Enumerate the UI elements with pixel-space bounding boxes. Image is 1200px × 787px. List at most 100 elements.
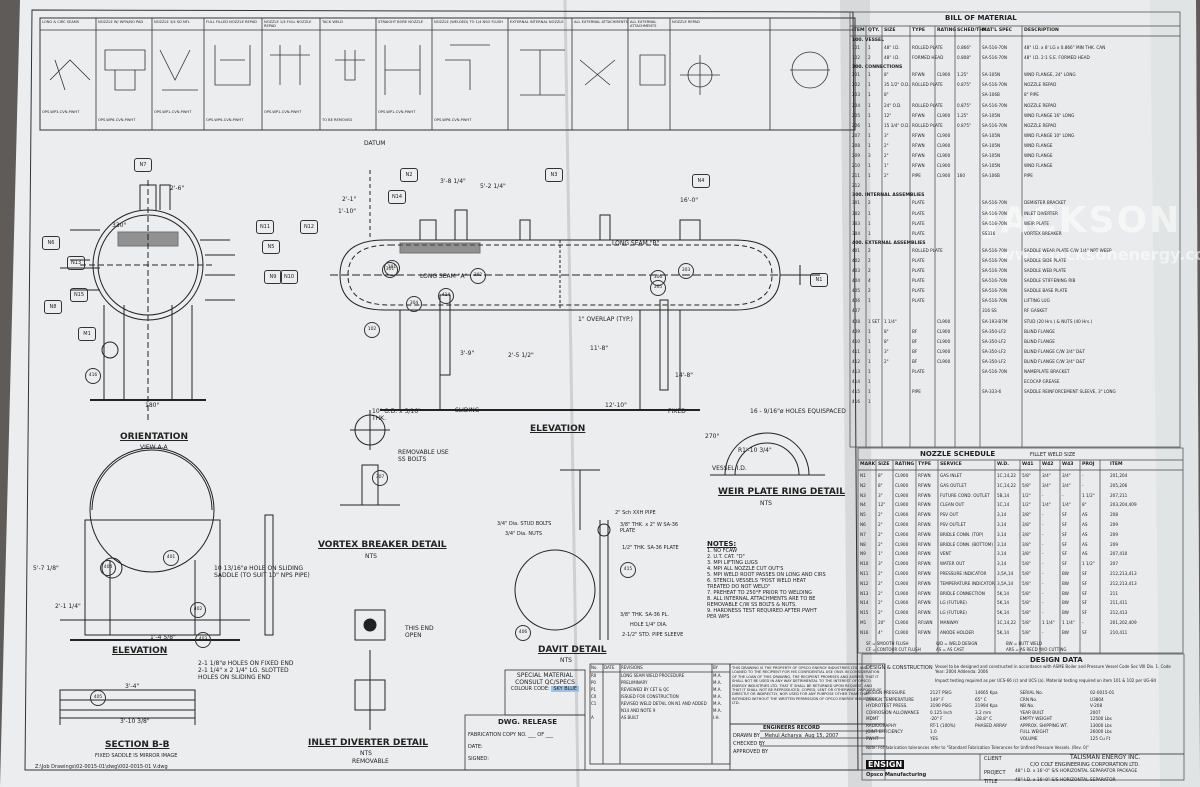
nozzle-cell: 2": [878, 522, 883, 527]
bom-cell: 1: [868, 220, 871, 226]
wps-label: OPS-WP6-CVN-PWHT: [98, 118, 136, 122]
part-callout: 403: [195, 632, 211, 648]
nozzle-header-cell: ITEM: [1110, 462, 1123, 467]
bom-cell: SA-516-70N: [982, 278, 1007, 284]
bom-cell: SA-105N: [982, 112, 1001, 118]
bom-cell: SA-516-70N: [982, 102, 1007, 108]
nozzle-cell: 3": [878, 561, 883, 567]
bom-cell: SA-516-70N: [982, 369, 1007, 374]
bom-cell: 206: [852, 122, 860, 128]
bom-cell: SA-516-70N: [982, 200, 1007, 206]
bom-cell: SADDLE WEAR PLATE C/W 1/4" NPT WEEP: [1024, 247, 1112, 253]
note-item: 7. PREHEAT TO 250°F PRIOR TO WELDING: [707, 590, 813, 596]
special-material-box: SPECIAL MATERIAL CONSULT QC/SPECS COLOUR…: [506, 672, 584, 692]
nozzle-cell: N13: [860, 590, 869, 596]
nozzle-header-cell: SERVICE: [940, 462, 962, 467]
bom-cell: 8": [884, 92, 889, 98]
engineers-record: ENGINEERS RECORD DRAWN BY Mehul Acharya …: [733, 725, 883, 755]
strip-header: EXTERNAL INTERNAL NOZZLE: [510, 20, 564, 24]
nozzle-cell: CL900: [895, 551, 909, 557]
strip-header: NOZZLE (WELDED) TO 1/4 NSO FLUSH: [434, 20, 503, 24]
release-signed: SIGNED:: [468, 756, 489, 762]
bom-cell: 8": [884, 328, 889, 334]
colour-code-value: SKY BLUE: [551, 686, 580, 692]
bom-cell: CL900: [937, 318, 951, 324]
bom-cell: BLIND FLANGE: [1024, 338, 1055, 344]
bom-cell: 410: [852, 338, 860, 344]
design-cell: VOLUME: [1020, 735, 1038, 741]
nozzle-cell: SF: [1062, 561, 1068, 567]
bom-cell: SADDLE SIDE PLATE: [1024, 257, 1067, 263]
nozzle-cell: SF: [1082, 580, 1088, 586]
nozzle-bubble-n15: N15: [70, 288, 88, 302]
bom-cell: WND FLANGE: [1024, 163, 1053, 169]
bom-cell: 414: [852, 379, 860, 385]
bom-cell: 203: [852, 92, 860, 98]
bom-cell: SA-350-LF2: [982, 338, 1006, 344]
strip-header: NOZZLE 1/4 FULL NOZZLE REPAD: [264, 20, 312, 28]
bom-cell: WND FLANGE 16" LONG: [1024, 112, 1075, 118]
bom-cell: PLATE: [912, 298, 925, 304]
bom-cell: 1: [868, 399, 871, 405]
strip-header: NOZZLE W/ WFN/NO PAD: [98, 20, 144, 24]
vortex-note: REMOVABLE USE SS BOLTS: [398, 449, 449, 463]
nozzle-bubble-n9: N9: [264, 270, 282, 284]
bom-cell: 4: [868, 278, 871, 284]
design-cell: V-208: [1090, 703, 1103, 708]
section-bb-subtitle: FIXED SADDLE IS MIRROR IMAGE: [95, 753, 178, 759]
bom-cell: BLIND FLANGE: [1024, 328, 1055, 334]
nozzle-cell: PRESSURE INDICATOR: [940, 571, 987, 576]
design-cell: 12500 Lbs: [1090, 716, 1112, 721]
bom-cell: 1: [868, 132, 871, 138]
bom-cell: 303: [852, 220, 860, 226]
nozzle-bubble-n14: N14: [388, 190, 406, 204]
fixed-label: FIXED: [668, 408, 686, 415]
dim-label: 330°: [112, 222, 127, 229]
nozzle-header-cell: PROJ: [1082, 462, 1095, 467]
bom-cell: BF: [912, 328, 918, 334]
elevation-main-title: ELEVATION: [530, 424, 586, 434]
bom-cell: 48" I.D. 2:1 S.E. FORMED HEAD: [1024, 55, 1090, 61]
nozzle-cell: -: [1042, 610, 1044, 616]
note-item: 1. NO FCAW: [707, 548, 738, 554]
design-cell: DESIGN TEMPERATURE: [866, 696, 914, 702]
nozzle-header-cell: SIZE: [878, 462, 890, 467]
bom-cell: 204: [852, 102, 860, 108]
dim-label: 5'-2 1/4": [480, 183, 506, 190]
bom-cell: 1: [868, 173, 871, 179]
bom-cell: VORTEX BREAKER: [1024, 230, 1062, 236]
bom-cell: BLIND FLANGE C/W 3/4" D&T: [1024, 358, 1086, 364]
nozzle-cell: SF: [1062, 512, 1068, 518]
strip-header: FULL FILLED NOZZLE REPAD: [206, 20, 257, 24]
bom-cell: 1: [868, 379, 871, 385]
bom-cell: ECOCAP GREASE: [1024, 379, 1060, 385]
bom-cell: PIPE: [912, 173, 921, 179]
design-cell: -20° F: [930, 716, 943, 721]
nozzle-cell: -: [1042, 531, 1044, 537]
nozzle-cell: RFWN: [918, 551, 931, 557]
nozzle-cell: 3/8": [1022, 541, 1031, 547]
bom-cell: 2: [868, 55, 871, 61]
nozzle-cell: 3/4": [1042, 482, 1051, 488]
nozzle-cell: CL900: [895, 590, 909, 596]
inlet-note: THIS END OPEN: [405, 625, 434, 639]
part-callout: 406: [515, 625, 531, 641]
nozzle-bubble-n1: N1: [810, 273, 828, 287]
nozzle-cell: 2": [878, 541, 883, 547]
nozzle-cell: 2": [878, 600, 883, 606]
bom-cell: CL900: [937, 173, 951, 179]
nozzle-cell: CL900: [895, 571, 909, 576]
nozzle-cell: CL900: [895, 502, 909, 508]
nozzle-cell: GAS INLET: [940, 473, 963, 478]
nozzle-cell: N4: [860, 502, 866, 508]
nozzle-cell: SF: [1082, 629, 1088, 635]
nozzle-header-cell: MARK: [860, 462, 876, 467]
revision-cell: AS BUILT: [621, 715, 639, 720]
bom-cell: 1: [868, 298, 871, 304]
nozzle-cell: CL900: [895, 492, 909, 498]
bom-cell: CL900: [937, 153, 951, 158]
